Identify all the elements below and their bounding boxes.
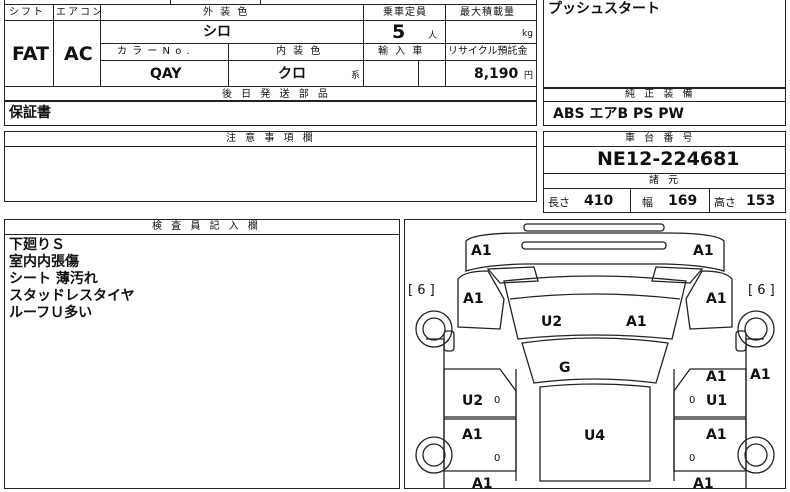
capacity-label: 乗車定員 [383, 7, 427, 18]
equipment-value: ABS エアB PS PW [553, 106, 684, 122]
length-value: 410 [584, 193, 614, 209]
int-color-suffix: 系 [351, 71, 361, 81]
features-text: プッシュスタート [548, 1, 660, 17]
caution-section [4, 131, 537, 202]
ext-color-label: 外 装 色 [203, 7, 250, 18]
mark-rear-door-left: A1 [462, 427, 483, 443]
later-parts-label: 後 日 発 送 部 品 [222, 89, 331, 100]
mark-front-left: A1 [471, 243, 492, 259]
height-label: 高さ [714, 196, 736, 209]
later-parts-section [4, 86, 537, 126]
inspector-note: シート 薄汚れ [9, 271, 98, 287]
height-value: 153 [746, 193, 776, 209]
inspector-note: 室内内張傷 [9, 254, 79, 270]
inspector-label: 検 査 員 記 入 欄 [152, 221, 261, 232]
recycle-unit: 円 [524, 71, 534, 81]
recycle-value: 8,190 [474, 66, 519, 82]
tire-left: [ 6 ] [408, 283, 435, 298]
chassis-number: NE12-224681 [597, 148, 740, 170]
width-label: 幅 [642, 196, 653, 209]
zero-mark: 0 [494, 395, 501, 406]
inspector-note: ルーフＵ多い [9, 305, 93, 321]
car-diagram [415, 223, 775, 489]
aircon-value: AC [64, 43, 93, 65]
max-load-label: 最大積載量 [460, 7, 515, 18]
inspector-note: スタッドレスタイヤ [9, 288, 135, 304]
zero-mark: 0 [494, 453, 501, 464]
later-parts-value: 保証書 [9, 105, 51, 121]
vehicle-info-table [4, 0, 537, 101]
mark-hood-left: U2 [541, 314, 563, 330]
mark-roof: U4 [584, 428, 606, 444]
color-no-value: QAY [150, 66, 182, 82]
zero-mark: 0 [689, 453, 696, 464]
inspector-notes: 下廻りＳ 室内内張傷 シート 薄汚れ スタッドレスタイヤ ルーフＵ多い [9, 237, 135, 322]
length-label: 長さ [548, 196, 570, 209]
chassis-section [543, 131, 786, 213]
chassis-label: 車 台 番 号 [625, 133, 696, 144]
features-box [543, 0, 786, 88]
inspector-note: 下廻りＳ [9, 237, 65, 253]
aircon-label: エアコン [56, 7, 104, 18]
capacity-unit: 人 [428, 31, 438, 41]
max-load-unit: kg [522, 29, 533, 39]
mark-rear-door-right: A1 [706, 427, 727, 443]
mark-front-door-right-a: A1 [706, 369, 727, 385]
equipment-label: 純 正 装 備 [625, 89, 696, 100]
ext-color-value: シロ [203, 24, 231, 40]
mark-hood-right: A1 [626, 314, 647, 330]
mark-front-right: A1 [693, 243, 714, 259]
tire-right: [ 6 ] [748, 283, 775, 298]
capacity-value: 5 [392, 21, 406, 43]
equipment-section [543, 88, 786, 126]
mark-pillar-right: A1 [750, 367, 771, 383]
mark-front-door-left: U2 [462, 393, 484, 409]
shift-label: シフト [9, 7, 45, 18]
caution-label: 注 意 事 項 欄 [226, 133, 316, 144]
mark-front-door-right-u: U1 [706, 393, 728, 409]
recycle-label: リサイクル預託金 [448, 46, 528, 57]
shift-value: FAT [12, 43, 49, 65]
spec-label: 諸 元 [649, 175, 682, 186]
color-no-label: カ ラ ー N o . [117, 46, 191, 57]
int-color-label: 内 装 色 [276, 46, 323, 57]
mark-rear-left: A1 [472, 476, 493, 492]
mark-windshield: G [559, 360, 571, 376]
mark-rear-right: A1 [693, 476, 714, 492]
mark-fender-left: A1 [463, 291, 484, 307]
zero-mark: 0 [689, 395, 696, 406]
import-label: 輸 入 車 [378, 46, 425, 57]
width-value: 169 [668, 193, 698, 209]
int-color-value: クロ [278, 66, 306, 82]
mark-fender-right: A1 [706, 291, 727, 307]
